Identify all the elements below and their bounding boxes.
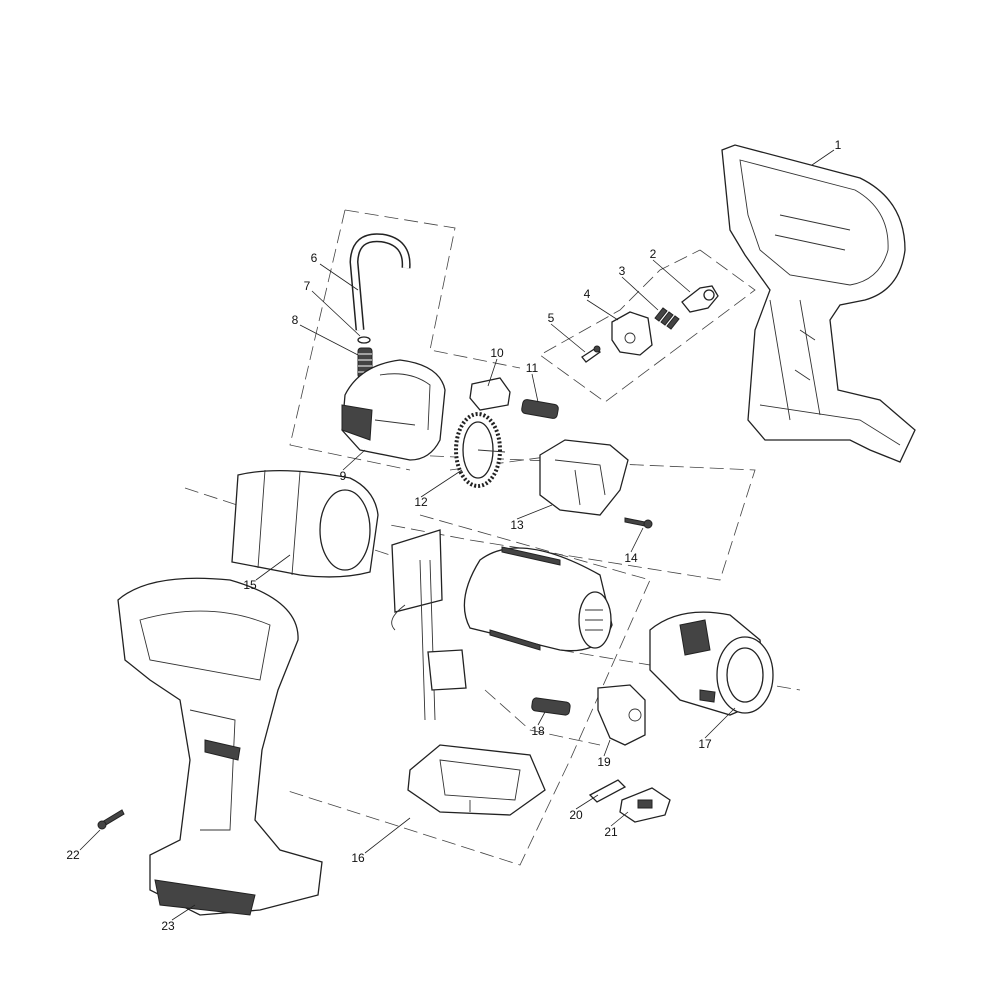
label-16: 16 bbox=[351, 851, 365, 865]
label-9: 9 bbox=[340, 469, 347, 483]
label-18: 18 bbox=[531, 724, 545, 738]
part-9-hook-holder bbox=[341, 359, 446, 461]
part-17-gear-housing bbox=[649, 611, 774, 716]
label-11: 11 bbox=[526, 361, 539, 375]
label-5: 5 bbox=[548, 311, 555, 325]
leader-lines bbox=[79, 149, 835, 921]
label-15: 15 bbox=[243, 578, 257, 592]
part-2-switch-knob bbox=[681, 285, 719, 313]
part-11-spring bbox=[521, 399, 559, 419]
part-7-washer bbox=[357, 336, 371, 344]
part-15-motor-cover bbox=[231, 469, 379, 578]
part-16-controller bbox=[391, 529, 546, 816]
part-13-switch-housing bbox=[539, 439, 629, 516]
part-20-plate bbox=[588, 779, 627, 803]
part-12-gear bbox=[454, 412, 506, 488]
label-23: 23 bbox=[161, 919, 175, 933]
label-12: 12 bbox=[414, 495, 428, 509]
label-3: 3 bbox=[619, 264, 626, 278]
part-1-housing-right bbox=[721, 144, 916, 463]
label-1: 1 bbox=[835, 138, 842, 152]
label-20: 20 bbox=[569, 808, 583, 822]
part-labels: 1 2 3 4 5 6 7 8 9 10 11 12 13 14 15 16 1… bbox=[66, 138, 841, 933]
part-14-screw bbox=[624, 517, 653, 529]
part-22-screw bbox=[97, 809, 125, 830]
part-3-spring bbox=[654, 307, 680, 330]
label-13: 13 bbox=[510, 518, 524, 532]
label-21: 21 bbox=[604, 825, 618, 839]
label-14: 14 bbox=[624, 551, 638, 565]
part-23-housing-left bbox=[117, 577, 323, 916]
part-21-battery-latch bbox=[619, 787, 671, 823]
part-19-reverse-lever bbox=[597, 684, 646, 746]
part-6-hook bbox=[349, 233, 411, 331]
label-8: 8 bbox=[292, 313, 299, 327]
label-7: 7 bbox=[304, 279, 311, 293]
label-10: 10 bbox=[490, 346, 504, 360]
label-2: 2 bbox=[650, 247, 657, 261]
part-5-screw bbox=[581, 345, 602, 363]
label-4: 4 bbox=[584, 287, 591, 301]
motor bbox=[463, 546, 613, 652]
part-18-spring bbox=[531, 697, 571, 716]
label-17: 17 bbox=[698, 737, 712, 751]
label-19: 19 bbox=[597, 755, 611, 769]
label-22: 22 bbox=[66, 848, 80, 862]
part-10-brush-holder bbox=[469, 377, 511, 411]
label-6: 6 bbox=[311, 251, 318, 265]
part-4-switch-lever bbox=[611, 311, 653, 356]
